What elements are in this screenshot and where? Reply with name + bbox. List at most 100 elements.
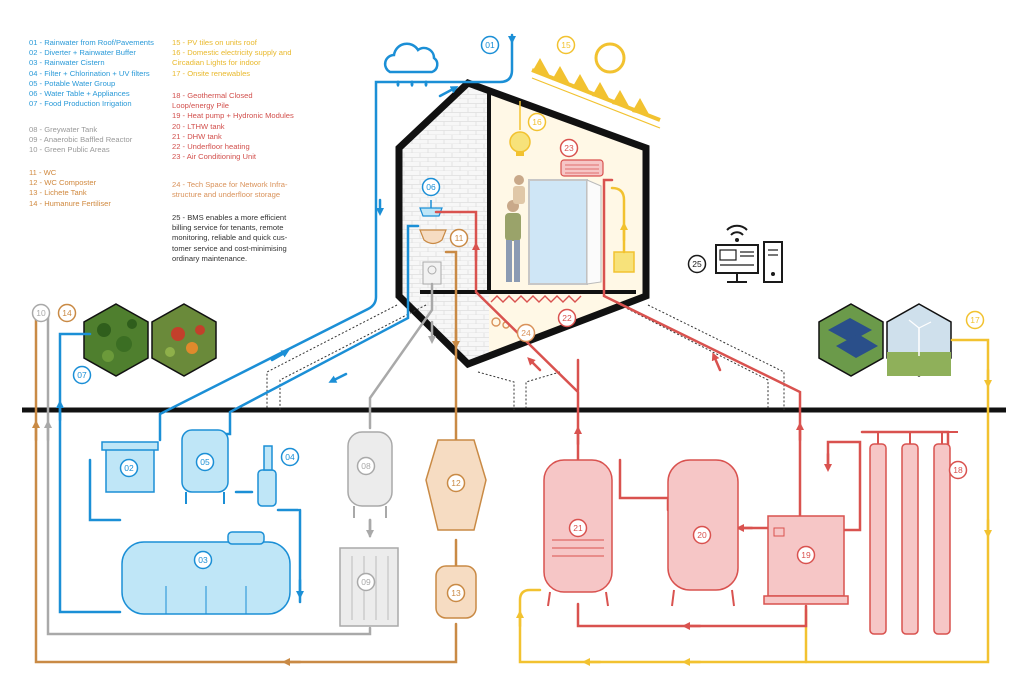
legend-item: 03 - Rainwater Cistern <box>29 58 105 68</box>
wc-toilet <box>419 229 447 285</box>
computer-icon <box>715 241 783 283</box>
hex-tile-food-production <box>151 303 217 377</box>
lthw-tank <box>667 459 739 607</box>
lightbulb-icon <box>509 101 531 156</box>
marker-label: 11 <box>455 233 464 243</box>
legend-item: 10 - Green Public Areas <box>29 145 110 155</box>
marker-label: 12 <box>451 478 461 488</box>
marker-label: 14 <box>62 308 72 318</box>
marker-07: 07 <box>72 365 92 385</box>
number-markers: 01 02 03 04 05 06 07 08 09 10 11 12 13 14 15 16 17 18 19 20… <box>31 35 985 603</box>
marker-23: 23 <box>559 138 579 158</box>
marker-25: 25 <box>687 254 707 274</box>
marker-label: 23 <box>564 143 574 153</box>
doorway <box>529 180 587 284</box>
marker-18: 18 <box>948 460 968 480</box>
marker-label: 19 <box>801 550 811 560</box>
legend-item: tomer service and cost-minimising <box>172 243 287 253</box>
air-conditioning-unit <box>560 159 604 177</box>
filter-unit <box>257 445 277 507</box>
marker-09: 09 <box>356 572 376 592</box>
legend-item: 25 - BMS enables a more efficient <box>172 213 287 222</box>
heat-pump <box>763 515 849 605</box>
marker-label: 21 <box>573 523 583 533</box>
legend-item: 06 - Water Table + Appliances <box>29 89 130 99</box>
electrical-panel <box>613 251 635 273</box>
legend-item: Circadian Lights for indoor <box>172 58 261 68</box>
marker-label: 16 <box>532 117 542 127</box>
wifi-icon <box>726 224 748 242</box>
marker-label: 02 <box>124 463 134 473</box>
legend-item: 07 - Food Production Irrigation <box>29 99 132 109</box>
marker-label: 04 <box>285 452 295 462</box>
marker-24: 24 <box>516 323 536 343</box>
house-outline <box>395 78 650 369</box>
legend-item: 18 - Geothermal Closed <box>172 91 253 100</box>
marker-label: 03 <box>198 555 208 565</box>
marker-10: 10 <box>31 303 51 323</box>
legend-item: monitoring, reliable and quick cus- <box>172 233 288 243</box>
legend-item: 02 - Diverter + Rainwater Buffer <box>29 48 136 58</box>
legend-item: 24 - Tech Space for Network Infra- <box>172 180 288 189</box>
legend-item: 01 - Rainwater from Roof/Pavements <box>29 38 154 47</box>
legend-item: 05 - Potable Water Group <box>29 78 116 88</box>
legend-item: 08 - Greywater Tank <box>29 125 98 134</box>
legend-item: 04 - Filter + Chlorination + UV filters <box>29 68 150 78</box>
family-figures <box>505 175 525 282</box>
marker-label: 18 <box>953 465 963 475</box>
legend-item: 22 - Underfloor heating <box>172 142 250 152</box>
roof-pv-tiles <box>531 58 661 129</box>
rain-cloud-icon <box>383 42 439 87</box>
marker-label: 08 <box>361 461 371 471</box>
geothermal-piles <box>862 431 958 635</box>
legend-item: ordinary maintenance. <box>172 253 248 263</box>
marker-04: 04 <box>280 447 300 467</box>
hex-tile-green-areas <box>83 303 149 377</box>
marker-17: 17 <box>965 310 985 330</box>
greywater-tank <box>347 431 393 518</box>
marker-03: 03 <box>193 550 213 570</box>
marker-label: 13 <box>451 588 461 598</box>
rainwater-cistern <box>121 531 291 615</box>
legend-tech-space: 24 - Tech Space for Network Infra-struct… <box>172 180 288 200</box>
heating-pipes <box>434 178 950 631</box>
house-unit <box>266 78 785 410</box>
marker-label: 20 <box>697 530 707 540</box>
marker-label: 01 <box>485 40 495 50</box>
marker-06: 06 <box>421 177 441 197</box>
marker-label: 05 <box>200 457 210 467</box>
marker-21: 21 <box>568 518 588 538</box>
marker-14: 14 <box>57 303 77 323</box>
marker-20: 20 <box>692 525 712 545</box>
marker-label: 22 <box>562 313 572 323</box>
legend-item: 19 - Heat pump + Hydronic Modules <box>172 111 294 121</box>
legend-item: 13 - Lichete Tank <box>29 188 87 198</box>
marker-label: 15 <box>561 40 571 50</box>
legend-item: billing service for tenants, remote <box>172 223 284 233</box>
marker-19: 19 <box>796 545 816 565</box>
legend-item: 20 - LTHW tank <box>172 121 225 131</box>
legend-item: 16 - Domestic electricity supply and <box>172 48 292 58</box>
legend-item: 14 - Humanure Fertiliser <box>29 198 111 208</box>
marker-13: 13 <box>446 583 466 603</box>
legend-item: 23 - Air Conditioning Unit <box>172 152 256 162</box>
marker-11: 11 <box>449 228 469 248</box>
legend-item: 12 - WC Composter <box>29 178 97 188</box>
marker-label: 07 <box>77 370 87 380</box>
water-pipes <box>55 33 517 614</box>
marker-16: 16 <box>527 112 547 132</box>
underfloor-heating-coil <box>490 295 582 303</box>
legend-item: 17 - Onsite renewables <box>172 68 251 78</box>
marker-02: 02 <box>119 458 139 478</box>
hex-tile-wind-turbines <box>886 303 952 377</box>
sink <box>419 200 443 217</box>
door <box>586 179 602 285</box>
legend-item: 21 - DHW tank <box>172 131 222 141</box>
marker-12: 12 <box>446 473 466 493</box>
